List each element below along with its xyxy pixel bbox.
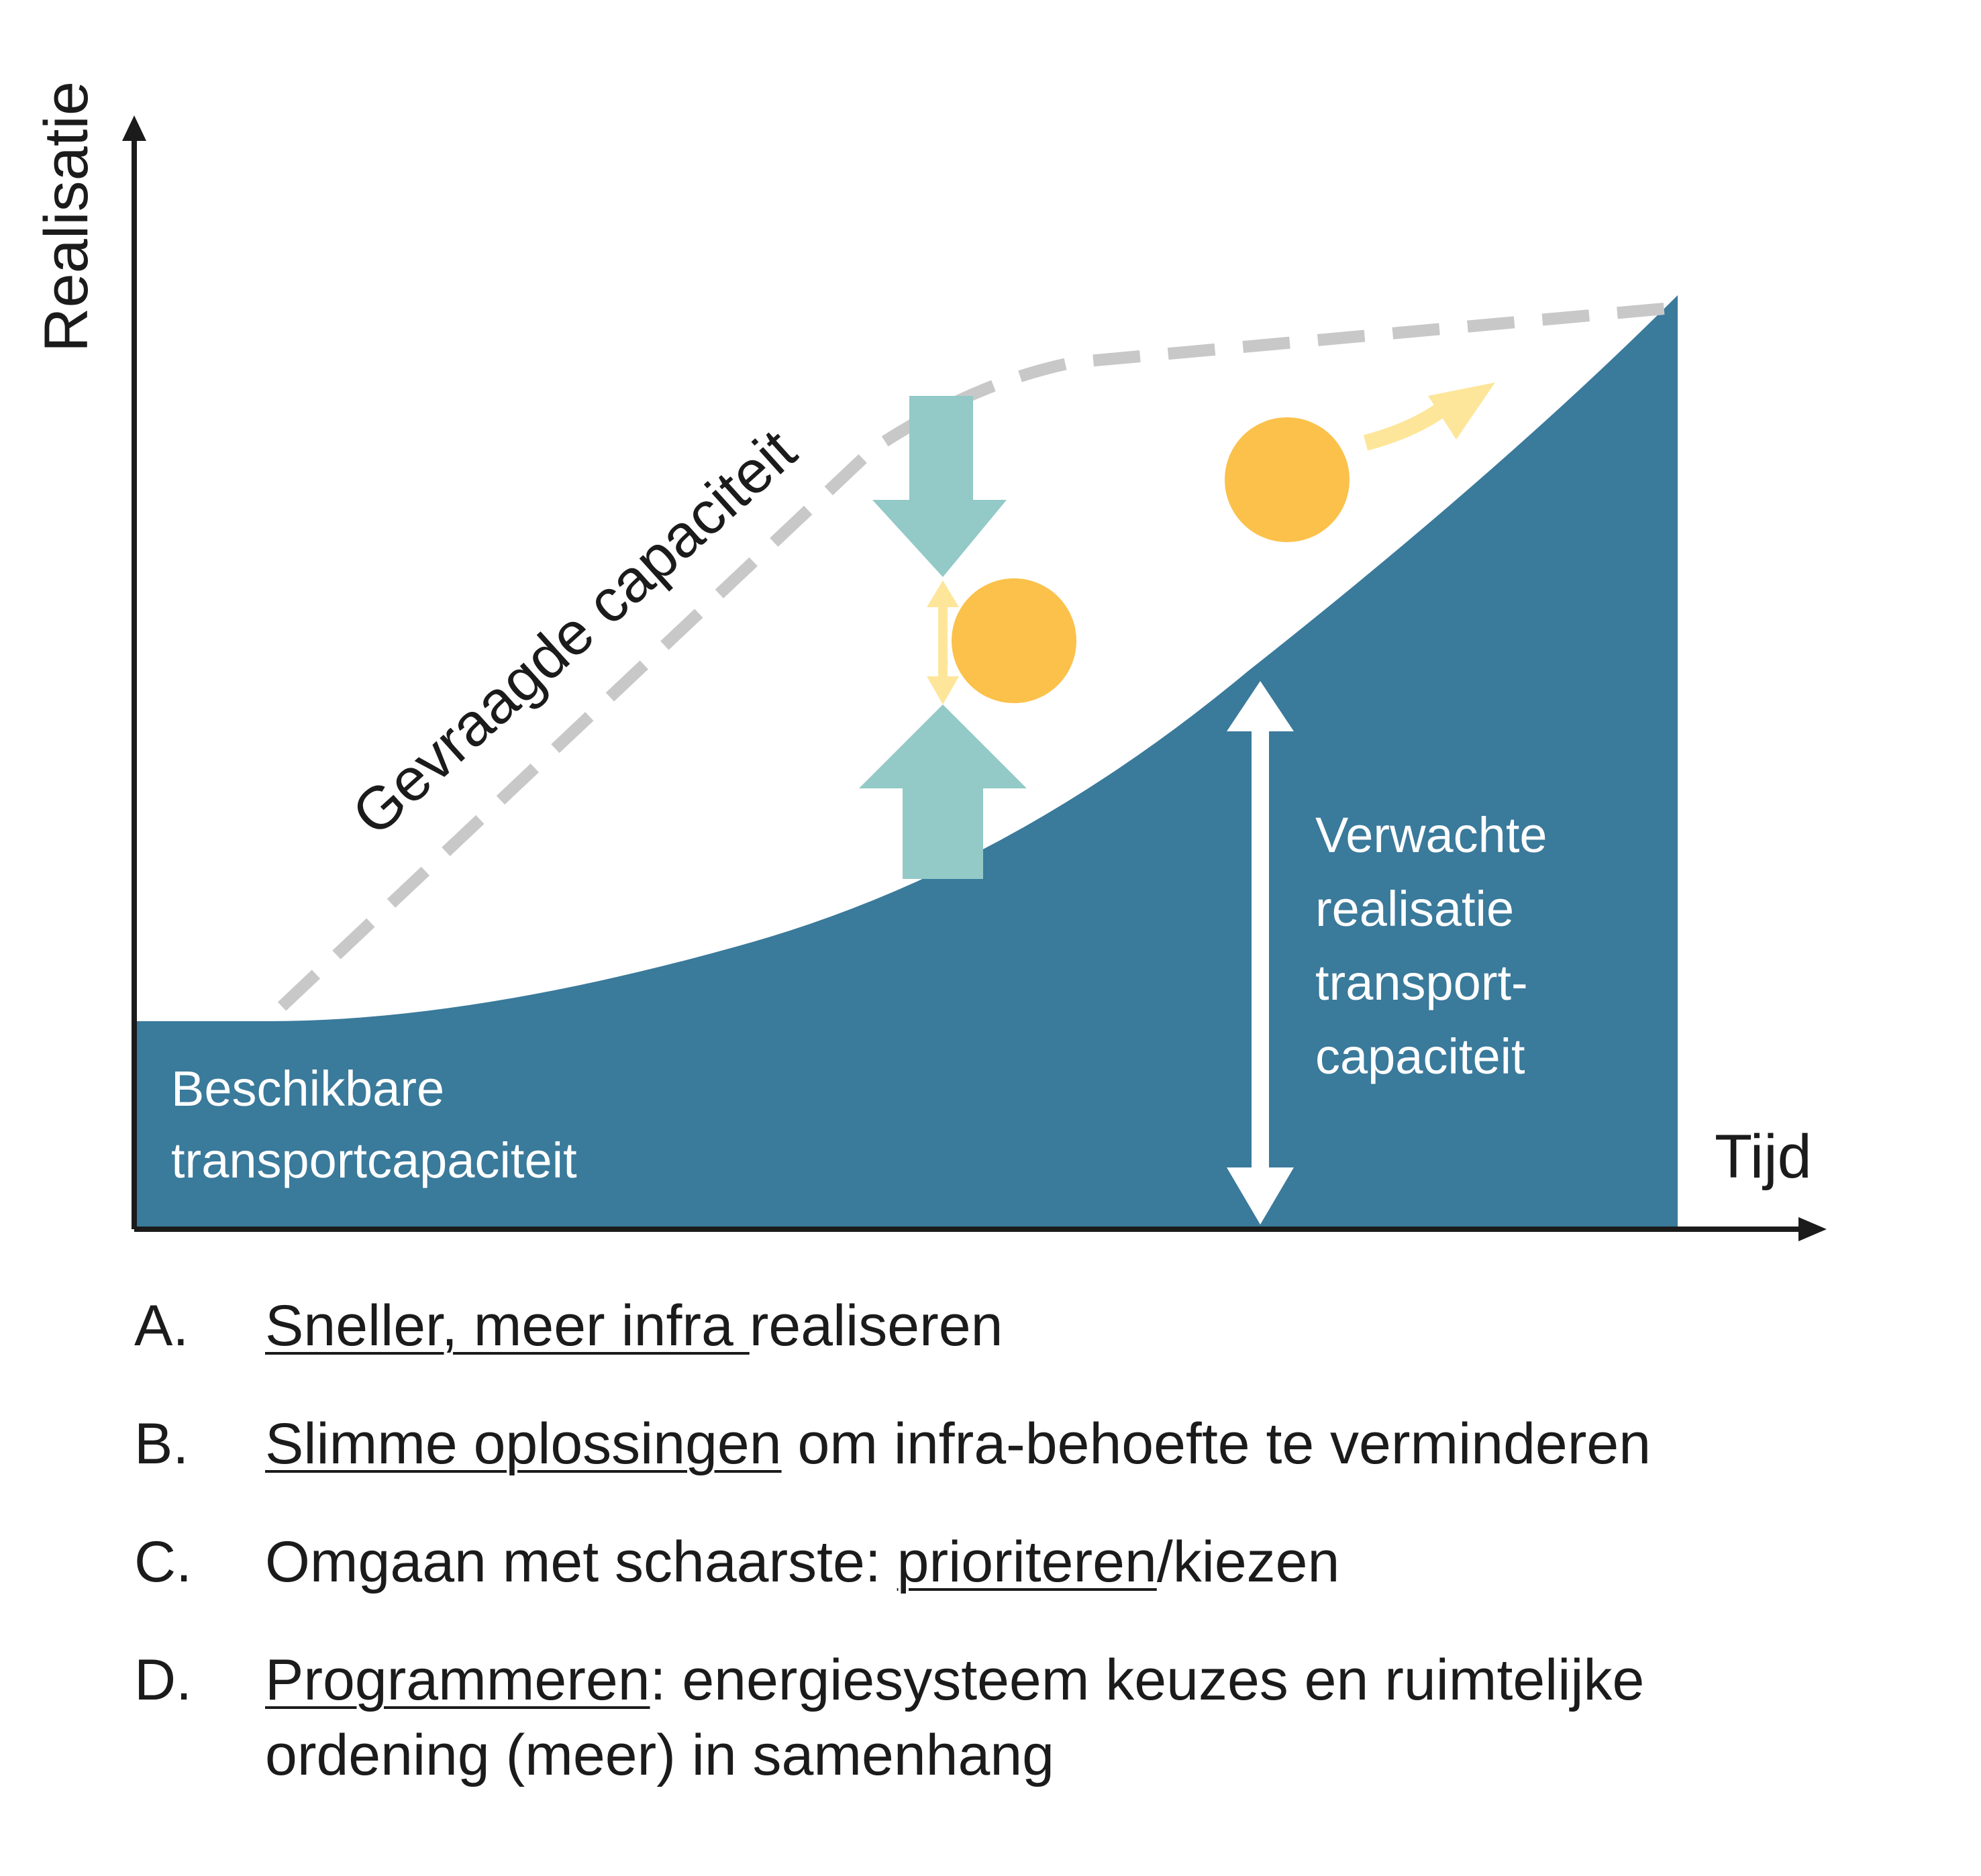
- option-text: : energiesysteem keuzes en ruimtelijke: [650, 1648, 1645, 1712]
- option-underlined: prioriteren: [897, 1530, 1157, 1594]
- available-capacity-label: Beschikbare transportcapaciteit: [171, 1061, 577, 1188]
- expected-capacity-label: Verwachte realisatie transport- capacite…: [1315, 807, 1561, 1084]
- option-text-line2: ordening (meer) in samenhang: [265, 1723, 1054, 1787]
- teal-down-arrow: [872, 396, 1007, 577]
- option-b: B. Slimme oplossingen om infra-behoefte t…: [134, 1406, 1946, 1481]
- demand-curve-label: Gevraagde capaciteit: [340, 417, 809, 848]
- option-letter: C.: [134, 1530, 192, 1594]
- yellow-double-arrow-icon: [927, 580, 959, 705]
- option-text: /kiezen: [1156, 1530, 1340, 1594]
- white-double-arrow-icon: [1227, 681, 1294, 1224]
- teal-up-arrow: [859, 705, 1027, 879]
- option-letter: B.: [134, 1412, 189, 1476]
- available-capacity-area: [134, 295, 1678, 1228]
- options-list: A. Sneller, meer infra realiseren B. Slimm…: [134, 1288, 1946, 1836]
- yellow-curved-arrow-icon: [1363, 382, 1495, 451]
- circle-middle: [952, 578, 1076, 703]
- diagram: Realisatie Tijd Gevraagde capaciteit Bes…: [32, 81, 1827, 1241]
- option-text: realiseren: [749, 1294, 1003, 1358]
- option-d: D. Programmeren: energiesysteem keuzes en…: [134, 1643, 1946, 1793]
- option-letter: A.: [134, 1294, 189, 1358]
- axes: [122, 115, 1827, 1241]
- demanded-capacity-curve: [277, 303, 1665, 1011]
- option-prefix: Omgaan met schaarste:: [265, 1530, 897, 1594]
- x-axis-label: Tijd: [1715, 1123, 1812, 1191]
- option-letter: D.: [134, 1648, 192, 1712]
- option-text: om infra-behoefte te verminderen: [781, 1412, 1652, 1476]
- option-underlined: Programmeren: [265, 1648, 650, 1712]
- option-c: C. Omgaan met schaarste: prioriteren/kiez…: [134, 1524, 1946, 1600]
- option-underlined: Sneller, meer infra: [265, 1294, 750, 1358]
- y-axis-label: Realisatie: [32, 81, 101, 352]
- option-underlined: Slimme oplossingen: [265, 1412, 782, 1476]
- option-a: A. Sneller, meer infra realiseren: [134, 1288, 1946, 1363]
- circle-right: [1225, 417, 1350, 542]
